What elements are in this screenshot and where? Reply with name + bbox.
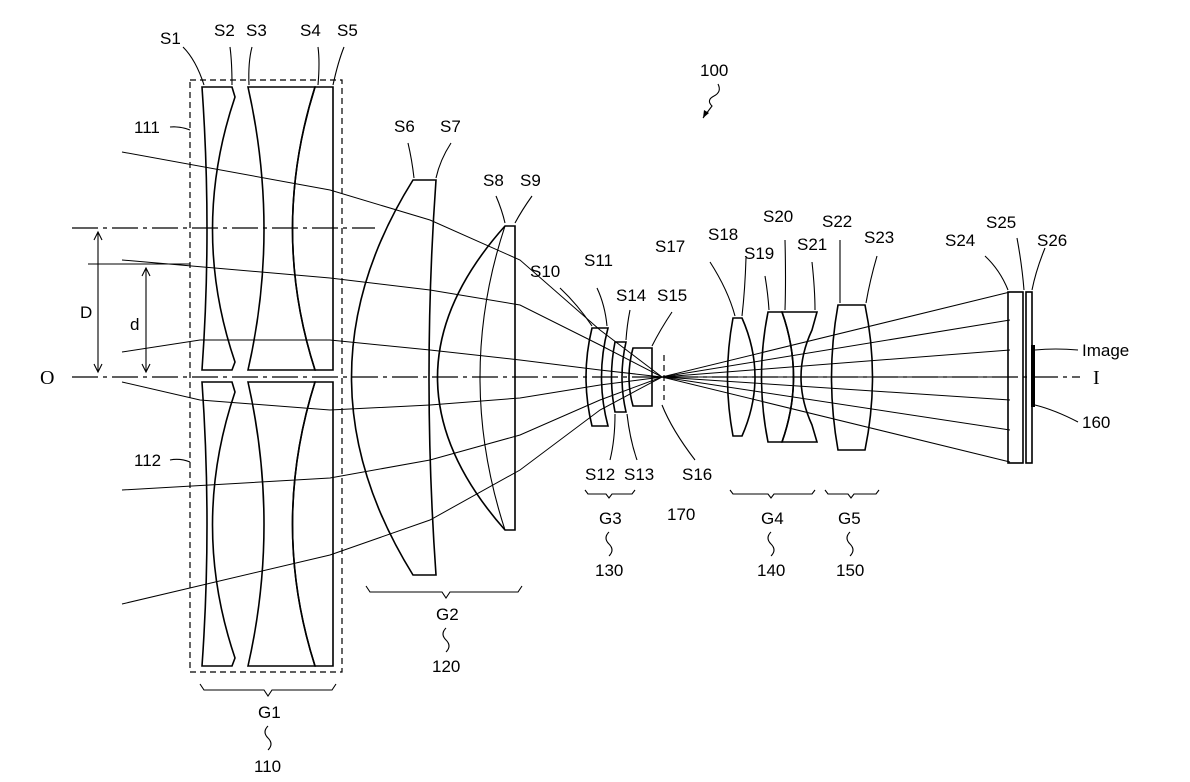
group-ref: 140 bbox=[757, 561, 785, 580]
axis-object-label: O bbox=[40, 367, 54, 389]
group-g2 bbox=[350, 179, 516, 576]
surface-label: S22 bbox=[822, 212, 852, 231]
surface-label: S14 bbox=[616, 286, 646, 305]
surface-label: S16 bbox=[682, 465, 712, 484]
group-ref: 150 bbox=[836, 561, 864, 580]
surface-label: S21 bbox=[797, 235, 827, 254]
surface-label: S23 bbox=[864, 228, 894, 247]
group-squiggle bbox=[846, 531, 854, 557]
surface-label: S8 bbox=[483, 171, 504, 190]
dim-D-arrows bbox=[93, 230, 103, 374]
group-ref: 120 bbox=[432, 657, 460, 676]
group-braces bbox=[199, 489, 880, 697]
surface-leaders bbox=[169, 46, 1079, 463]
surface-label: S15 bbox=[657, 286, 687, 305]
group-squiggle bbox=[264, 725, 272, 751]
group-squiggle bbox=[605, 531, 613, 557]
group-squiggle bbox=[767, 531, 775, 557]
part-label-170: 170 bbox=[667, 505, 695, 524]
surface-label: S13 bbox=[624, 465, 654, 484]
group-labels: G1 110 G2 120 G3 130 G4 140 G5 150 bbox=[254, 509, 864, 776]
group-ref: 110 bbox=[254, 757, 281, 776]
surface-label: S20 bbox=[763, 207, 793, 226]
image-sensor bbox=[1031, 345, 1035, 407]
surface-label: S18 bbox=[708, 225, 738, 244]
group-g3 bbox=[585, 327, 653, 427]
figure-ref-arrow bbox=[703, 110, 709, 118]
surface-label: S12 bbox=[585, 465, 615, 484]
axis-image-label: I bbox=[1093, 367, 1100, 389]
group-g4 bbox=[726, 311, 819, 443]
image-label: Image bbox=[1082, 341, 1129, 360]
surface-label: S10 bbox=[530, 262, 560, 281]
surface-label: S6 bbox=[394, 117, 415, 136]
surface-label: S4 bbox=[300, 21, 321, 40]
surface-label: S2 bbox=[214, 21, 235, 40]
group-g1-lower bbox=[201, 381, 334, 667]
group-name: G4 bbox=[761, 509, 784, 528]
group-name: G2 bbox=[436, 605, 459, 624]
part-label-160: 160 bbox=[1082, 413, 1110, 432]
light-rays bbox=[121, 151, 1011, 605]
surface-label: S5 bbox=[337, 21, 358, 40]
group-g5 bbox=[830, 304, 874, 451]
figure-ref-label: 100 bbox=[700, 61, 728, 80]
surface-label: S19 bbox=[744, 244, 774, 263]
dim-d-arrows bbox=[141, 266, 151, 374]
surface-label: S11 bbox=[584, 251, 613, 270]
surface-label: S9 bbox=[520, 171, 541, 190]
group-g1-box bbox=[189, 79, 343, 673]
part-label-111: 111 bbox=[134, 118, 160, 137]
part-label-112: 112 bbox=[134, 451, 161, 470]
group-name: G5 bbox=[838, 509, 861, 528]
group-g1-upper bbox=[201, 86, 334, 371]
surface-label: S3 bbox=[246, 21, 267, 40]
group-squiggle bbox=[442, 627, 450, 653]
figure-ref-squiggle bbox=[702, 83, 720, 119]
surface-label: S26 bbox=[1037, 231, 1067, 250]
surface-labels: S1 S2 S3 S4 S5 S6 S7 S8 S9 S10 S11 S12 S… bbox=[160, 21, 1067, 484]
surface-label: S17 bbox=[655, 237, 685, 256]
surface-label: S24 bbox=[945, 231, 975, 250]
surface-label: S1 bbox=[160, 29, 181, 48]
group-name: G1 bbox=[258, 703, 281, 722]
dim-D-label: D bbox=[80, 303, 92, 322]
filter-plate bbox=[1007, 291, 1024, 464]
surface-label: S25 bbox=[986, 213, 1016, 232]
group-name: G3 bbox=[599, 509, 622, 528]
dim-d-label: d bbox=[130, 315, 139, 334]
group-ref: 130 bbox=[595, 561, 623, 580]
surface-label: S7 bbox=[440, 117, 461, 136]
